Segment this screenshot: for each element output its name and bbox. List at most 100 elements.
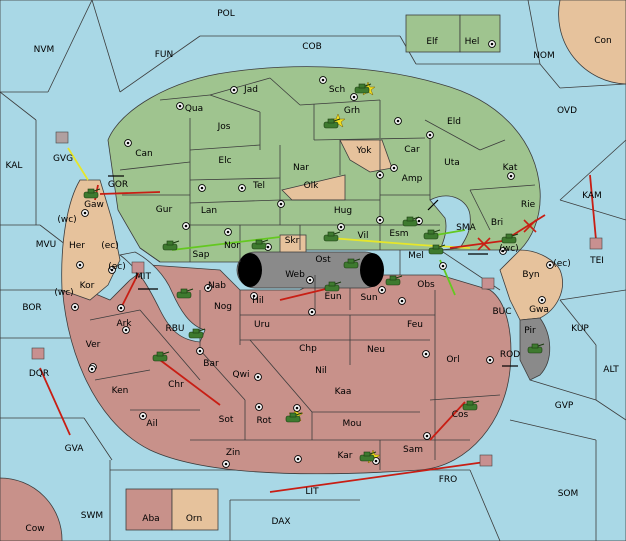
supply-center-dot xyxy=(509,174,513,178)
region-west-coast xyxy=(61,179,121,301)
supply-center-dot xyxy=(257,405,261,409)
army-unit-a-esm[interactable] xyxy=(402,216,420,227)
supply-center-dot xyxy=(428,133,432,137)
region-yok[interactable] xyxy=(339,139,393,173)
army-unit-a-rot[interactable] xyxy=(285,412,303,423)
supply-center-dot xyxy=(400,299,404,303)
label-ovd: OVD xyxy=(557,106,577,116)
army-unit-a-gaw[interactable] xyxy=(83,188,101,199)
sea-sma[interactable] xyxy=(429,195,471,251)
supply-center-dot xyxy=(424,352,428,356)
label-orn: Orn xyxy=(186,514,202,524)
supply-center-dot xyxy=(295,406,299,410)
label-vil: Vil xyxy=(358,231,369,241)
label-nom: NOM xyxy=(533,51,555,61)
label-mou: Mou xyxy=(343,419,362,429)
label-kor: Kor xyxy=(80,281,95,291)
army-unit-a-nab[interactable] xyxy=(176,288,194,299)
label-lan: Lan xyxy=(201,206,217,216)
supply-center-dot xyxy=(124,328,128,332)
label-wc2: (wc) xyxy=(499,244,518,254)
label-zin: Zin xyxy=(226,448,240,458)
region-aba[interactable] xyxy=(125,488,173,531)
label-sap: Sap xyxy=(193,250,210,260)
army-unit-a-mel[interactable] xyxy=(428,244,446,255)
label-con: Con xyxy=(594,36,612,46)
label-jad: Jad xyxy=(243,85,258,95)
army-unit-a-grh[interactable] xyxy=(323,118,341,129)
army-unit-a-ost[interactable] xyxy=(343,258,361,269)
label-swm: SWM xyxy=(81,511,103,521)
region-elf[interactable] xyxy=(405,14,461,53)
label-ost: Ost xyxy=(315,255,331,265)
label-eun: Eun xyxy=(324,292,341,302)
region-cow[interactable] xyxy=(0,477,63,541)
label-cow: Cow xyxy=(25,524,44,534)
label-eld: Eld xyxy=(447,117,461,127)
label-her: Her xyxy=(69,241,85,251)
supply-center-dot xyxy=(184,224,188,228)
label-ken: Ken xyxy=(112,386,129,396)
label-mvu: MVU xyxy=(36,240,57,250)
label-yok: Yok xyxy=(355,146,372,156)
label-byn: Byn xyxy=(522,270,539,280)
label-gur: Gur xyxy=(156,205,173,215)
army-unit-a-sch[interactable] xyxy=(354,83,372,94)
army-unit-a-sun[interactable] xyxy=(385,275,403,286)
label-rie: Rie xyxy=(521,200,536,210)
label-hel: Hel xyxy=(465,37,480,47)
label-kup: KUP xyxy=(571,324,589,334)
region-orn[interactable] xyxy=(171,488,219,531)
supply-center-dot xyxy=(425,434,429,438)
supply-center-dot xyxy=(78,263,82,267)
label-hug: Hug xyxy=(334,206,352,216)
label-cos: Cos xyxy=(452,410,469,420)
army-unit-a-pir[interactable] xyxy=(527,343,545,354)
label-hil: Hil xyxy=(252,296,264,306)
label-ver: Ver xyxy=(86,340,101,350)
label-jos: Jos xyxy=(217,122,231,132)
supply-center-dot xyxy=(73,305,77,309)
label-olk: Olk xyxy=(304,181,320,191)
supply-center-dot xyxy=(308,278,312,282)
label-aba: Aba xyxy=(142,514,159,524)
army-unit-a-rbu[interactable] xyxy=(188,328,206,339)
label-som: SOM xyxy=(558,489,579,499)
supply-center-dot xyxy=(224,462,228,466)
label-chr: Chr xyxy=(168,380,184,390)
army-unit-a-kar[interactable] xyxy=(359,451,377,462)
supply-center-dot xyxy=(226,230,230,234)
label-skr: Skr xyxy=(285,236,300,246)
army-unit-a-sap[interactable] xyxy=(162,240,180,251)
label-tel: Tel xyxy=(252,181,265,191)
supply-center-dot xyxy=(488,358,492,362)
label-pol: POL xyxy=(217,9,235,19)
region-north-land xyxy=(107,66,541,263)
army-unit-a-cos[interactable] xyxy=(462,400,480,411)
label-dqr: DQR xyxy=(29,369,49,379)
label-fun: FUN xyxy=(155,50,174,60)
label-bor: BOR xyxy=(22,303,41,313)
army-unit-a-esm2[interactable] xyxy=(423,229,441,240)
army-unit-a-eun[interactable] xyxy=(324,281,342,292)
region-con[interactable] xyxy=(558,0,626,85)
label-wc3: (wc) xyxy=(54,288,73,298)
army-unit-a-vil[interactable] xyxy=(323,231,341,242)
supply-center-dot xyxy=(141,414,145,418)
label-uta: Uta xyxy=(444,158,460,168)
label-sch: Sch xyxy=(329,85,345,95)
supply-center-dot xyxy=(252,294,256,298)
label-wc1: (wc) xyxy=(57,215,76,225)
label-nab: Nab xyxy=(208,281,226,291)
label-alt: ALT xyxy=(603,365,619,375)
label-gva: GVA xyxy=(65,444,85,454)
army-unit-a-nor[interactable] xyxy=(251,239,269,250)
supply-center-dot xyxy=(321,78,325,82)
supply-center-dot xyxy=(374,459,378,463)
label-car: Car xyxy=(404,145,420,155)
label-bri: Bri xyxy=(491,218,503,228)
army-unit-a-bri[interactable] xyxy=(501,233,519,244)
army-unit-a-chr[interactable] xyxy=(152,351,170,362)
label-sot: Sot xyxy=(219,415,234,425)
label-sun: Sun xyxy=(360,293,377,303)
